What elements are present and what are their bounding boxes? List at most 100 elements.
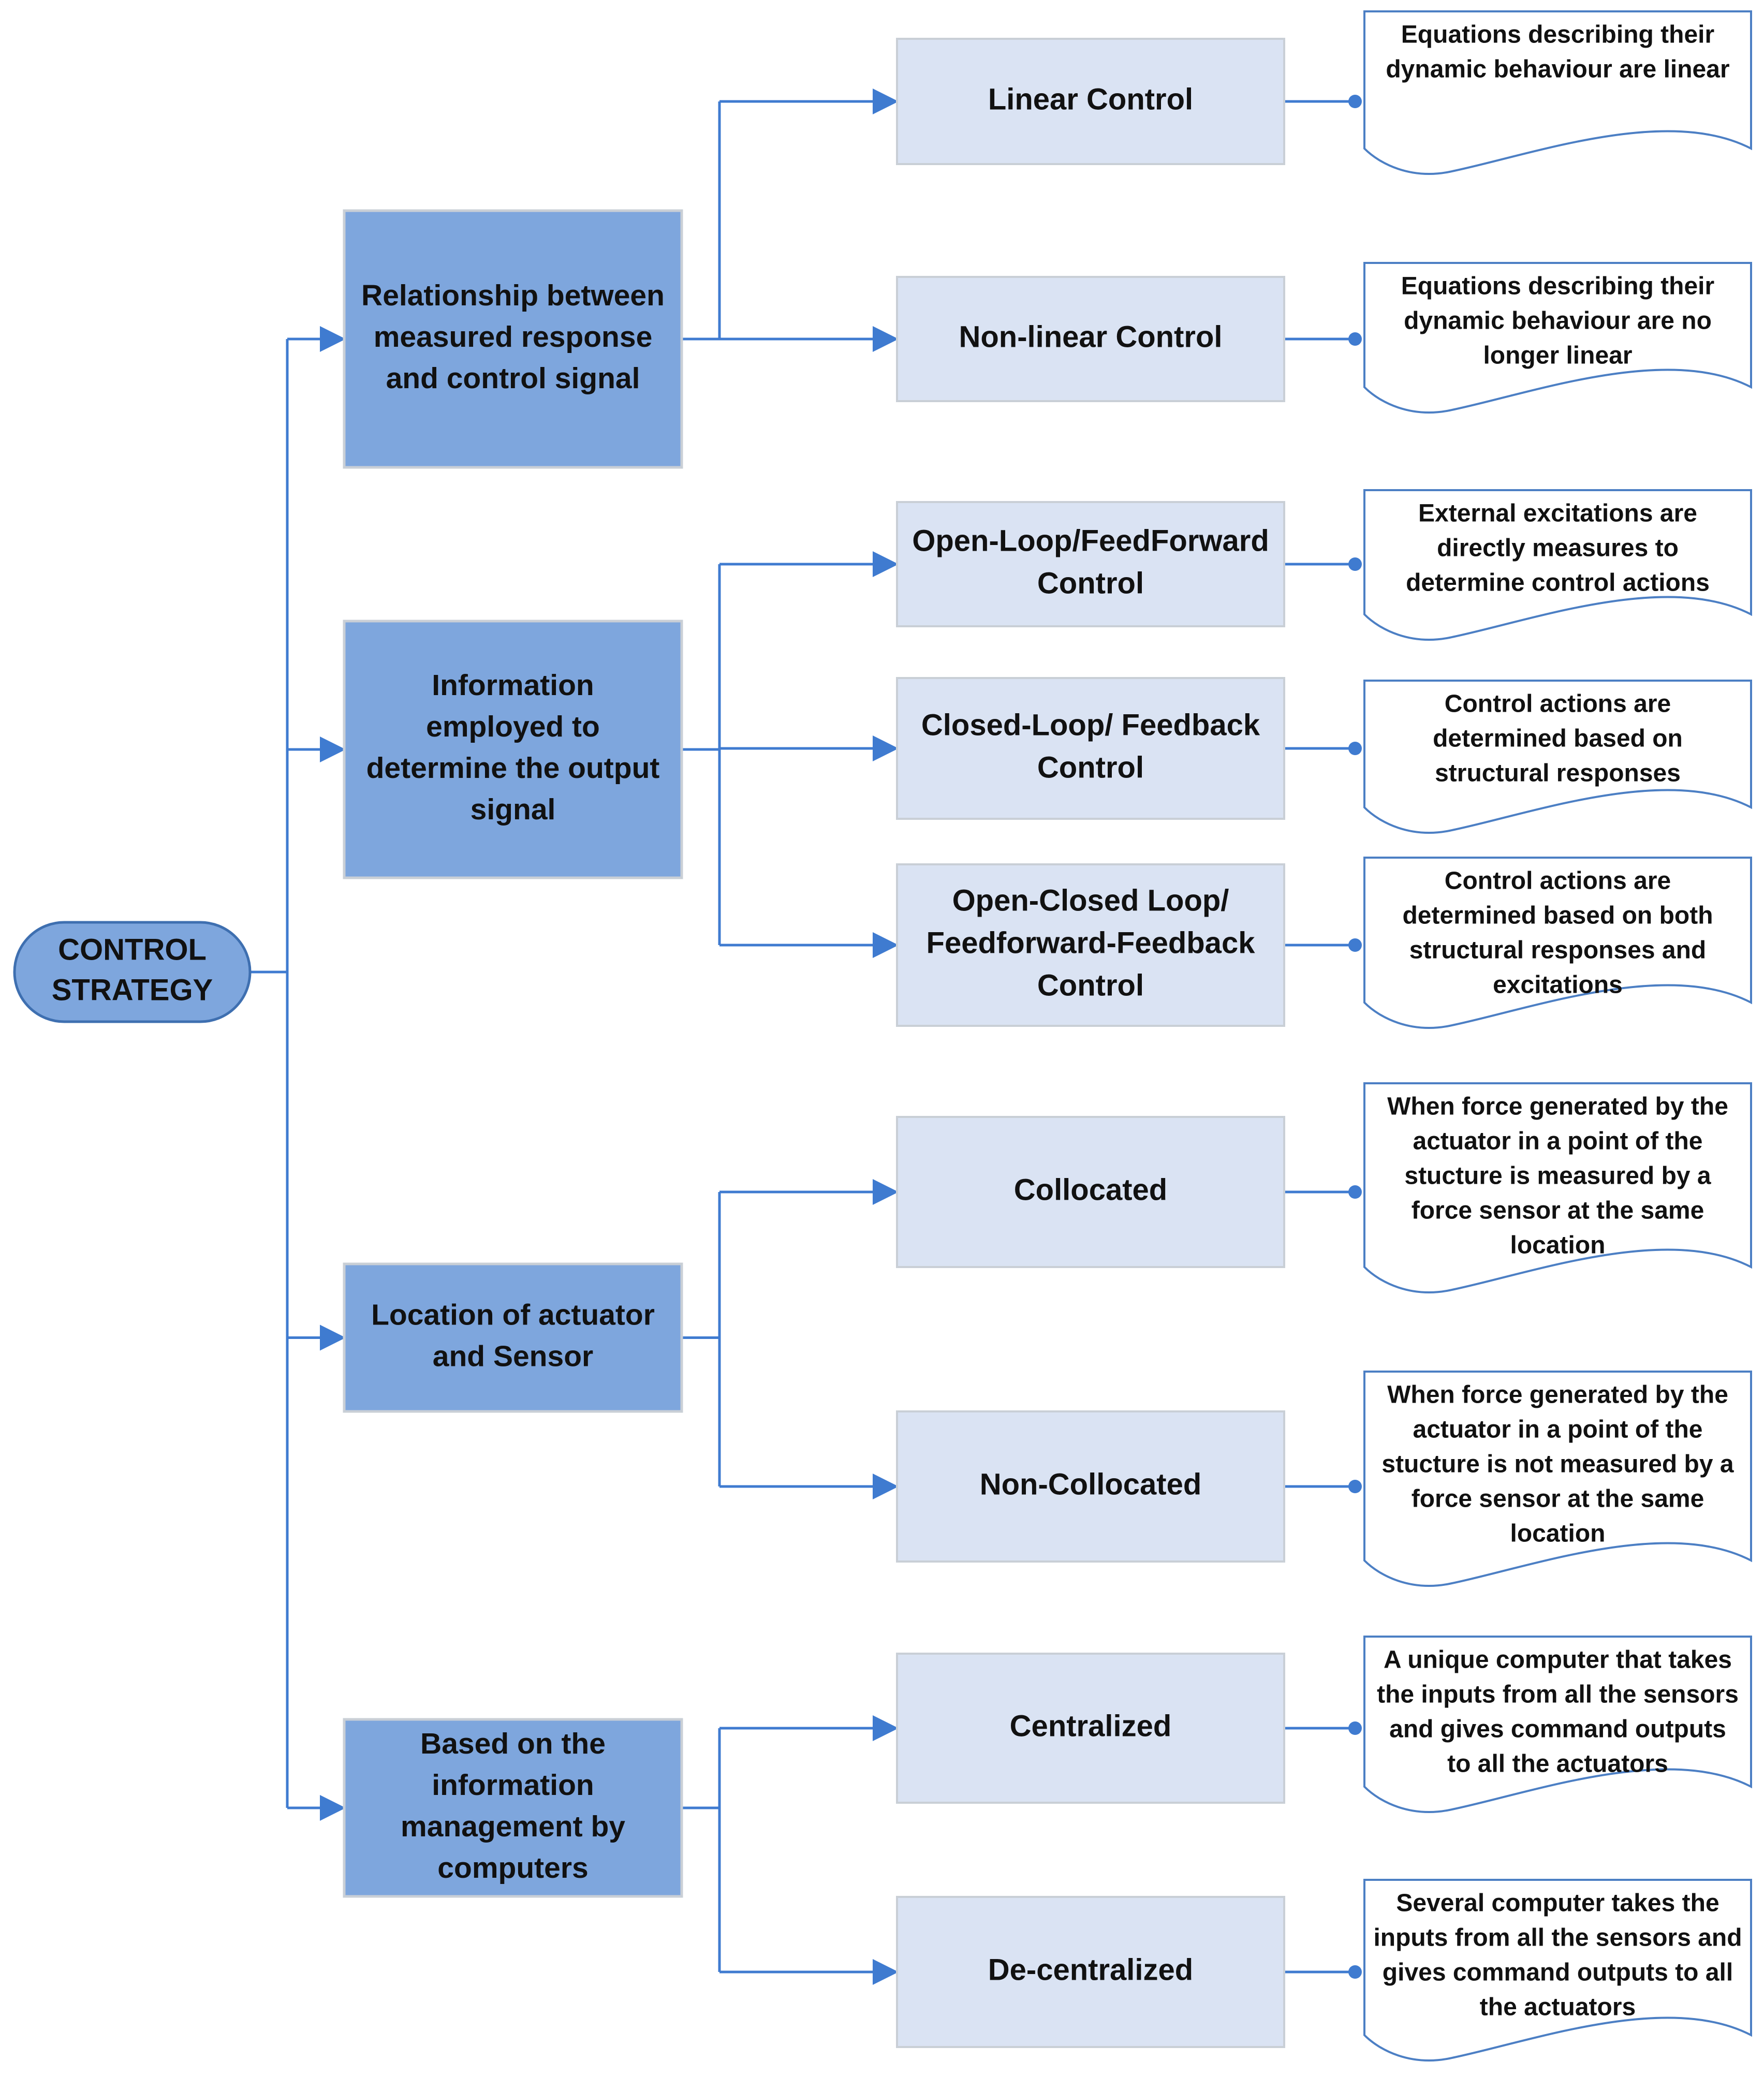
description-text-line: actuator in a point of the <box>1413 1416 1703 1444</box>
description-text-line: force sensor at the same <box>1412 1485 1704 1513</box>
category-label-line: Relationship between <box>361 279 665 312</box>
connector-dot <box>1348 332 1362 346</box>
subtype-label-line: Feedforward-Feedback <box>927 926 1256 960</box>
description-text-line: dynamic behaviour are no <box>1404 307 1712 335</box>
subtype-box <box>896 677 1285 820</box>
connectors <box>250 89 1362 1985</box>
description-text-line: structural responses <box>1435 760 1681 787</box>
category-label-line: measured response <box>374 320 653 354</box>
description-note <box>1363 10 1752 175</box>
subtype-box <box>896 1896 1285 2048</box>
description-text-line: excitations <box>1493 971 1623 999</box>
description-text: External excitations are directly measure… <box>1406 500 1710 597</box>
connector-dot <box>1348 1480 1362 1493</box>
category-label: Information employed to determine the outp… <box>366 669 660 826</box>
root-node <box>13 921 252 1023</box>
subtype-label: Linear Control <box>988 82 1193 116</box>
description-text-line: longer linear <box>1483 342 1632 370</box>
subtype-label: Collocated <box>1014 1173 1168 1206</box>
description-text: Control actions are determined based on st… <box>1433 690 1683 787</box>
subtype-label-line: Centralized <box>1010 1709 1172 1743</box>
subtype-label-line: Non-Collocated <box>980 1467 1202 1501</box>
description-note <box>1363 1636 1752 1813</box>
category-box <box>343 1262 683 1413</box>
category-label-line: employed to <box>426 710 600 743</box>
description-text-line: External excitations are <box>1418 500 1697 527</box>
description-note <box>1363 262 1752 414</box>
connector-dot <box>1348 1965 1362 1979</box>
category-label-line: and control signal <box>386 362 640 395</box>
subtype-label-line: Control <box>1037 566 1144 600</box>
category-label-line: Information <box>432 669 594 702</box>
category-label: Relationship between measured response and… <box>361 279 665 395</box>
root-label: CONTROL STRATEGY <box>52 933 213 1007</box>
description-text-line: gives command outputs to all <box>1383 1959 1733 1986</box>
description-text: Equations describing their dynamic behavi… <box>1401 273 1714 370</box>
subtype-label-line: Control <box>1037 968 1144 1002</box>
description-text-line: and gives command outputs <box>1389 1716 1726 1743</box>
category-label-line: management by <box>401 1810 625 1843</box>
description-text-line: Control actions are <box>1445 867 1671 895</box>
subtype-box <box>896 501 1285 627</box>
description-text-line: Equations describing their <box>1401 273 1714 300</box>
description-note <box>1363 680 1752 834</box>
category-box <box>343 620 683 879</box>
category-label-line: Based on the <box>420 1727 606 1760</box>
connector-dot <box>1348 742 1362 755</box>
description-text: Several computer takes the inputs from al… <box>1373 1890 1742 2021</box>
category-label-line: and Sensor <box>433 1340 593 1373</box>
subtype-label-line: Collocated <box>1014 1173 1168 1206</box>
description-text-line: A unique computer that takes <box>1384 1646 1732 1674</box>
description-text-line: stucture is measured by a <box>1404 1162 1711 1190</box>
description-text-line: location <box>1510 1520 1605 1548</box>
nodes: CONTROL STRATEGY Relationship between measu… <box>13 10 1752 2062</box>
description-note <box>1363 1082 1752 1293</box>
description-text-line: to all the actuators <box>1447 1750 1668 1778</box>
description-text-line: actuator in a point of the <box>1413 1128 1703 1155</box>
category-label: Based on the information management by comp… <box>401 1727 625 1884</box>
description-note <box>1363 1879 1752 2062</box>
description-text-line: the actuators <box>1480 1994 1636 2021</box>
category-box <box>343 1718 683 1898</box>
category-label-line: information <box>432 1769 594 1802</box>
subtype-box <box>896 1653 1285 1804</box>
connector-dot <box>1348 1185 1362 1199</box>
subtype-label-line: Linear Control <box>988 82 1193 116</box>
description-note <box>1363 857 1752 1029</box>
description-text-line: When force generated by the <box>1387 1093 1728 1121</box>
category-box <box>343 209 683 469</box>
description-text-line: Control actions are <box>1445 690 1671 718</box>
description-text-line: Several computer takes the <box>1396 1890 1719 1917</box>
category-label-line: computers <box>437 1851 588 1884</box>
category-label-line: determine the output <box>366 752 660 785</box>
subtype-label-line: Open-Closed Loop/ <box>952 884 1229 917</box>
subtype-box <box>896 1116 1285 1268</box>
subtype-label-line: Control <box>1037 750 1144 784</box>
description-text: When force generated by the actuator in a… <box>1387 1093 1728 1259</box>
description-note <box>1363 1371 1752 1587</box>
subtype-box <box>896 863 1285 1027</box>
description-text-line: structural responses and <box>1409 937 1707 964</box>
description-text-line: inputs from all the sensors and <box>1373 1924 1742 1952</box>
description-text-line: directly measures to <box>1437 535 1679 562</box>
description-text: When force generated by the actuator in a… <box>1381 1381 1734 1548</box>
description-note <box>1363 489 1752 641</box>
description-text-line: When force generated by the <box>1387 1381 1728 1409</box>
description-text-line: force sensor at the same <box>1412 1197 1704 1225</box>
description-text-line: determined based on <box>1433 725 1683 753</box>
description-text-line: dynamic behaviour are linear <box>1386 56 1729 83</box>
subtype-label-line: Open-Loop/FeedForward <box>912 524 1269 557</box>
subtype-label-line: Non-linear Control <box>959 320 1222 354</box>
subtype-label: Non-Collocated <box>980 1467 1202 1501</box>
root-label-line: CONTROL <box>58 933 207 966</box>
description-text-line: the inputs from all the sensors <box>1377 1681 1739 1709</box>
root-label-line: STRATEGY <box>52 973 213 1007</box>
description-text-line: determine control actions <box>1406 569 1710 597</box>
connector-dot <box>1348 1721 1362 1735</box>
